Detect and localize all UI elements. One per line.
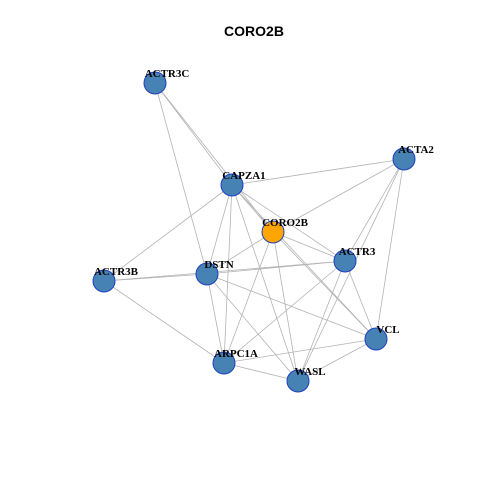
graph-title: CORO2B bbox=[224, 23, 284, 39]
node-actr3c[interactable]: ACTR3C bbox=[143, 68, 190, 95]
edge-dstn-vcl bbox=[206, 273, 377, 340]
node-vcl[interactable]: VCL bbox=[364, 324, 400, 351]
node-label: ARPC1A bbox=[214, 348, 258, 360]
edge-coro2b-dstn bbox=[206, 231, 274, 275]
edge-dstn-arpc1a bbox=[206, 273, 225, 364]
node-circle[interactable] bbox=[286, 369, 310, 393]
edge-coro2b-actr3 bbox=[272, 231, 346, 262]
edge-actr3c-dstn bbox=[154, 82, 208, 275]
edge-actr3-actr3b bbox=[103, 260, 346, 282]
edge-capza1-dstn bbox=[206, 184, 233, 275]
edge-arpc1a-wasl bbox=[223, 362, 299, 382]
node-circle[interactable] bbox=[195, 262, 219, 286]
edge-actr3c-capza1 bbox=[154, 82, 233, 186]
node-label: ACTA2 bbox=[398, 144, 434, 156]
node-circle[interactable] bbox=[143, 71, 167, 95]
edge-actr3c-coro2b bbox=[154, 82, 274, 233]
node-dstn[interactable]: DSTN bbox=[195, 259, 234, 286]
node-label: CAPZA1 bbox=[222, 170, 265, 182]
node-actr3b[interactable]: ACTR3B bbox=[92, 266, 139, 293]
edge-wasl-vcl bbox=[297, 338, 377, 382]
edge-capza1-vcl bbox=[231, 184, 377, 340]
node-circle[interactable] bbox=[364, 327, 388, 351]
edge-actr3-wasl bbox=[297, 260, 346, 382]
node-actr3[interactable]: ACTR3 bbox=[333, 246, 376, 273]
edge-capza1-actr3 bbox=[231, 184, 346, 262]
edges-layer bbox=[103, 82, 405, 382]
edge-capza1-arpc1a bbox=[223, 184, 233, 364]
edge-acta2-coro2b bbox=[272, 158, 405, 233]
edge-coro2b-wasl bbox=[272, 231, 299, 382]
edge-acta2-actr3 bbox=[344, 158, 405, 262]
node-coro2b[interactable]: CORO2B bbox=[261, 217, 309, 244]
edge-acta2-vcl bbox=[375, 158, 405, 340]
node-circle[interactable] bbox=[92, 269, 116, 293]
node-label: ACTR3 bbox=[339, 246, 376, 258]
node-arpc1a[interactable]: ARPC1A bbox=[212, 348, 258, 375]
edge-actr3-arpc1a bbox=[223, 260, 346, 364]
edge-coro2b-arpc1a bbox=[223, 231, 274, 364]
node-label: WASL bbox=[294, 366, 325, 378]
edge-dstn-actr3b bbox=[103, 273, 208, 282]
edge-capza1-actr3b bbox=[103, 184, 233, 282]
node-label: DSTN bbox=[204, 259, 233, 271]
node-circle[interactable] bbox=[261, 220, 285, 244]
node-circle[interactable] bbox=[333, 249, 357, 273]
node-label: ACTR3B bbox=[94, 266, 139, 278]
node-label: CORO2B bbox=[262, 217, 309, 229]
edge-actr3-vcl bbox=[344, 260, 377, 340]
node-circle[interactable] bbox=[212, 351, 236, 375]
node-capza1[interactable]: CAPZA1 bbox=[220, 170, 266, 197]
edge-capza1-wasl bbox=[231, 184, 299, 382]
node-circle[interactable] bbox=[392, 147, 416, 171]
node-circle[interactable] bbox=[220, 173, 244, 197]
edge-dstn-wasl bbox=[206, 273, 299, 382]
edge-actr3b-arpc1a bbox=[103, 280, 225, 364]
node-label: VCL bbox=[376, 324, 399, 336]
edge-coro2b-vcl bbox=[272, 231, 377, 340]
edge-arpc1a-vcl bbox=[223, 338, 377, 364]
edge-acta2-capza1 bbox=[231, 158, 405, 186]
node-wasl[interactable]: WASL bbox=[286, 366, 326, 393]
edge-actr3-dstn bbox=[206, 260, 346, 275]
node-label: ACTR3C bbox=[145, 68, 190, 80]
node-acta2[interactable]: ACTA2 bbox=[392, 144, 434, 171]
